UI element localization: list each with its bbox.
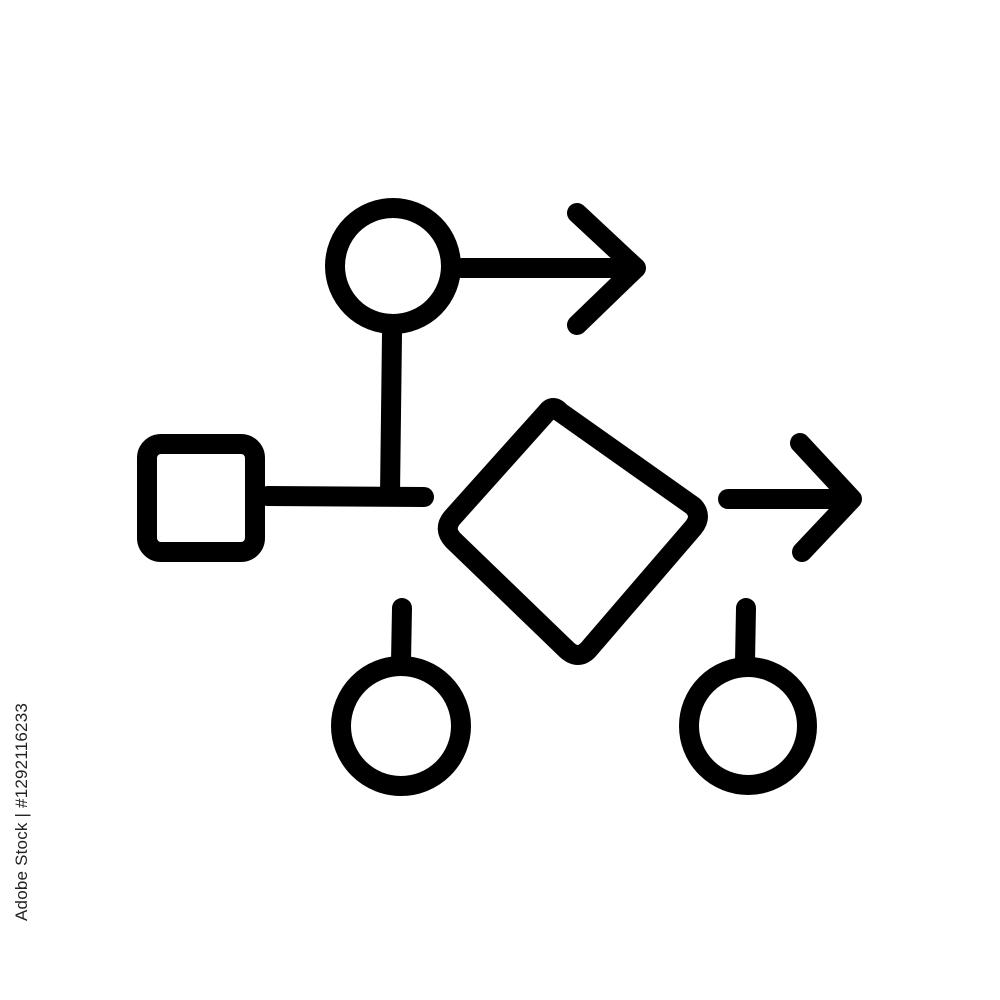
bottom-right-stem	[735, 598, 756, 672]
stock-id-watermark: Adobe Stock | #1292116233	[2, 0, 42, 1000]
flowchart-strokes	[137, 198, 862, 796]
bottom-left-stem	[391, 598, 412, 672]
vertical-connector	[380, 324, 402, 505]
right-arrow	[718, 433, 862, 562]
square-node	[137, 434, 265, 562]
diamond-decision-node	[437, 398, 708, 665]
bottom-left-circle-node	[331, 656, 471, 796]
horizontal-connector	[258, 486, 434, 507]
top-arrow	[452, 203, 646, 335]
stock-id-text: Adobe Stock | #1292116233	[12, 703, 31, 921]
bottom-right-circle-node	[679, 657, 817, 795]
top-circle-node	[325, 198, 461, 334]
